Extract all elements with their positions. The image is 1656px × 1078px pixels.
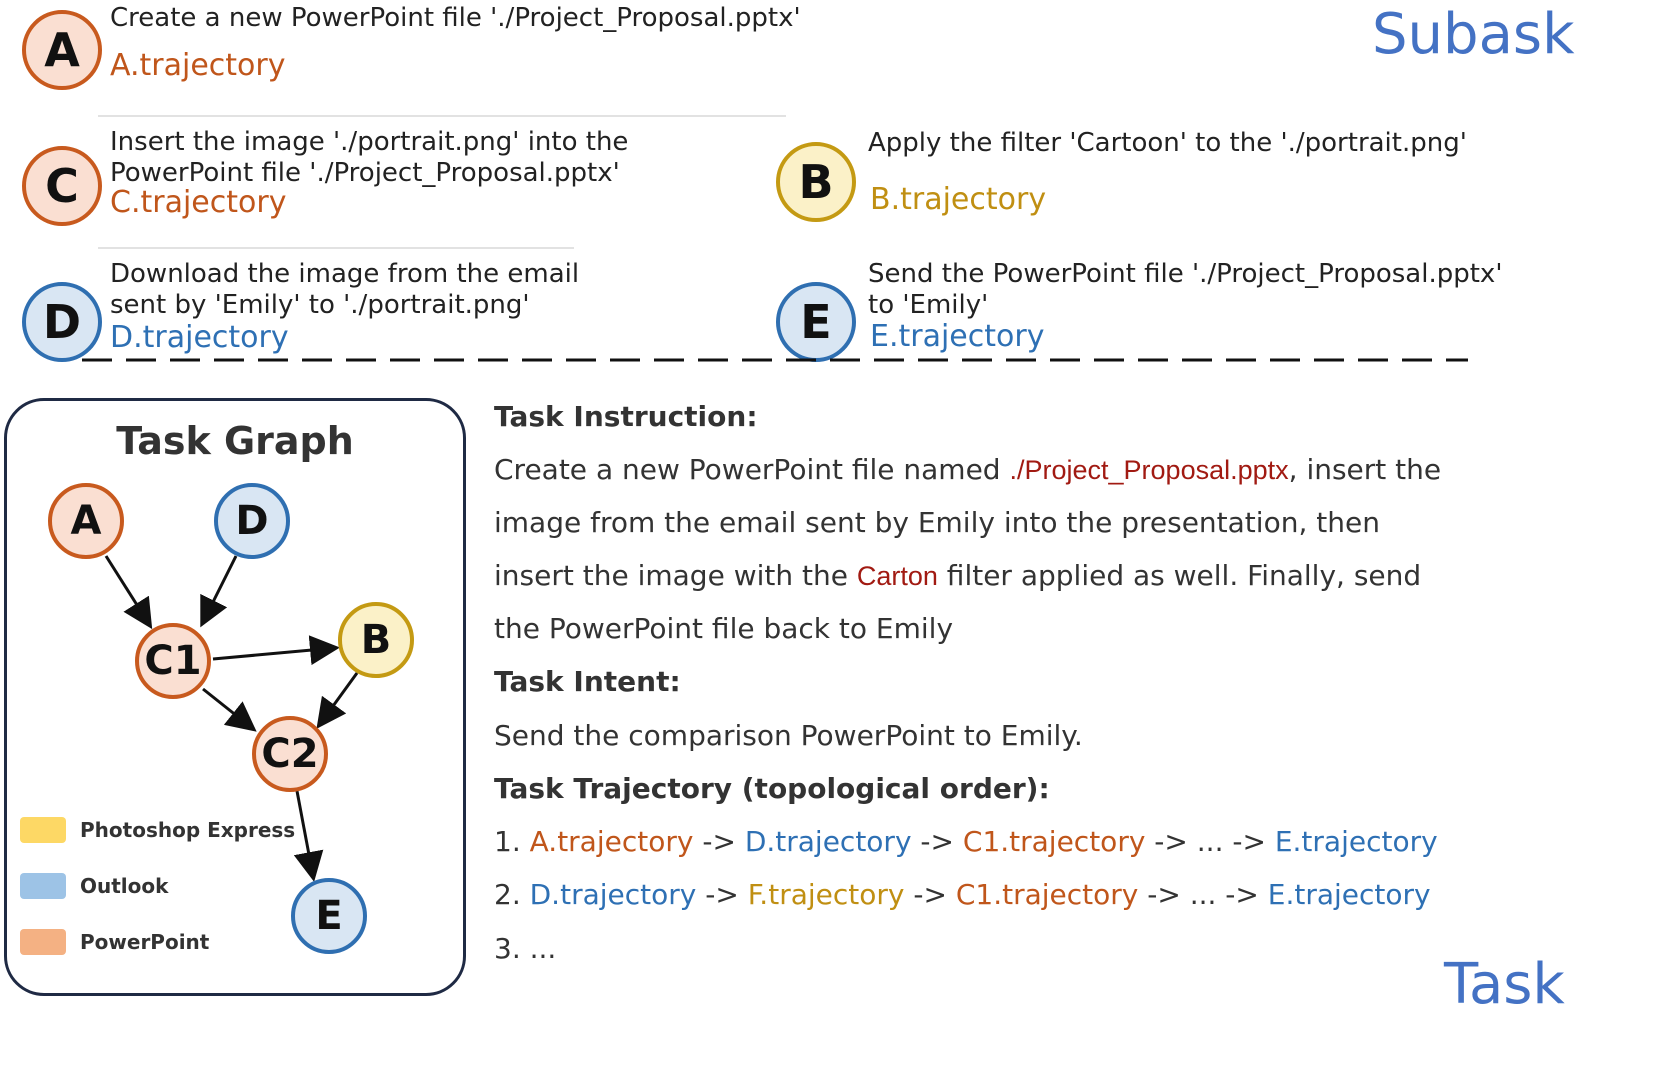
subtask-e-trajectory: E.trajectory: [870, 319, 1045, 354]
separator-line: [98, 247, 574, 249]
subask-title: Subask: [1372, 2, 1575, 67]
subtask-d-trajectory: D.trajectory: [110, 320, 289, 355]
trajectory-option-3: 3. ...: [494, 932, 557, 965]
instruction-text: Create a new PowerPoint file named: [494, 453, 1010, 486]
legend-label-outlook: Outlook: [80, 874, 169, 898]
legend-swatch-outlook: [20, 873, 66, 899]
trajectory-arrow: ->: [696, 878, 748, 911]
separator-line: [98, 115, 786, 117]
instruction-text: filter applied as well. Finally, send: [937, 559, 1422, 592]
trajectory-number: 2.: [494, 878, 530, 911]
task-title: Task: [1444, 952, 1565, 1017]
trajectory-step: D.trajectory: [529, 878, 697, 911]
graph-node-c1: C1: [135, 623, 211, 699]
section-divider: [82, 358, 1468, 362]
graph-node-c2: C2: [252, 716, 328, 792]
trajectory-arrow: ->: [904, 878, 956, 911]
subtask-c-description-line1: Insert the image './portrait.png' into t…: [110, 127, 629, 157]
instruction-text: , insert the: [1288, 453, 1442, 486]
task-graph-panel: Task Graph: [4, 398, 466, 996]
subtask-node-a: A: [22, 10, 102, 90]
subtask-a-trajectory: A.trajectory: [110, 48, 286, 83]
legend-label-powerpoint: PowerPoint: [80, 930, 210, 954]
edge-c1-c2: [202, 687, 257, 732]
instruction-text: insert the image with the: [494, 559, 857, 592]
graph-node-d: D: [214, 483, 290, 559]
trajectory-arrow: ->: [911, 825, 963, 858]
trajectory-arrow: ->: [693, 825, 745, 858]
trajectory-step: D.trajectory: [744, 825, 912, 858]
trajectory-step: C1.trajectory: [955, 878, 1139, 911]
subtask-node-d: D: [22, 282, 102, 362]
subtask-node-b: B: [776, 142, 856, 222]
edge-d-c1: [200, 555, 238, 628]
task-instruction-line4: the PowerPoint file back to Emily: [494, 612, 954, 645]
task-intent-text: Send the comparison PowerPoint to Emily.: [494, 719, 1083, 752]
subtask-b-trajectory: B.trajectory: [870, 182, 1047, 217]
task-instruction-line2: image from the email sent by Emily into …: [494, 506, 1380, 539]
trajectory-ellipsis: -> ... ->: [1138, 878, 1268, 911]
trajectory-number: 1.: [494, 825, 530, 858]
trajectory-step: E.trajectory: [1267, 878, 1431, 911]
subtask-node-c: C: [22, 146, 102, 226]
trajectory-step: E.trajectory: [1274, 825, 1438, 858]
subtask-c-trajectory: C.trajectory: [110, 185, 287, 220]
edge-c1-b: [212, 635, 340, 666]
task-graph-title: Task Graph: [116, 419, 354, 463]
subtask-e-description-line2: to 'Emily': [868, 290, 989, 320]
subtask-b-description: Apply the filter 'Cartoon' to the './por…: [868, 128, 1467, 158]
graph-node-a: A: [48, 483, 124, 559]
trajectory-option-2: 2. D.trajectory -> F.trajectory -> C1.tr…: [494, 878, 1431, 911]
task-instruction-heading: Task Instruction:: [494, 400, 758, 433]
subtask-c-description-line2: PowerPoint file './Project_Proposal.pptx…: [110, 158, 620, 188]
graph-node-b: B: [338, 602, 414, 678]
subtask-d-description-line2: sent by 'Emily' to './portrait.png': [110, 290, 530, 320]
trajectory-step: F.trajectory: [747, 878, 905, 911]
subtask-e-description-line1: Send the PowerPoint file './Project_Prop…: [868, 259, 1503, 289]
task-trajectory-heading: Task Trajectory (topological order):: [494, 772, 1050, 805]
legend-swatch-photoshop: [20, 817, 66, 843]
edge-a-c1: [104, 555, 153, 630]
task-instruction-line3: insert the image with the Carton filter …: [494, 559, 1421, 592]
edge-c2-e: [293, 790, 324, 882]
trajectory-ellipsis: -> ... ->: [1145, 825, 1275, 858]
instruction-filename: ./Project_Proposal.pptx: [1009, 455, 1289, 485]
trajectory-step: A.trajectory: [529, 825, 694, 858]
edge-b-c2: [316, 672, 359, 729]
trajectory-step: C1.trajectory: [962, 825, 1146, 858]
subtask-d-description-line1: Download the image from the email: [110, 259, 580, 289]
instruction-filter-name: Carton: [856, 561, 938, 591]
subtask-node-e: E: [776, 282, 856, 362]
trajectory-option-1: 1. A.trajectory -> D.trajectory -> C1.tr…: [494, 825, 1438, 858]
legend-swatch-powerpoint: [20, 929, 66, 955]
subtask-a-description: Create a new PowerPoint file './Project_…: [110, 3, 801, 33]
task-intent-heading: Task Intent:: [494, 665, 681, 698]
task-instruction-line1: Create a new PowerPoint file named ./Pro…: [494, 453, 1441, 486]
graph-node-e: E: [291, 878, 367, 954]
legend-label-photoshop: Photoshop Express: [80, 818, 296, 842]
